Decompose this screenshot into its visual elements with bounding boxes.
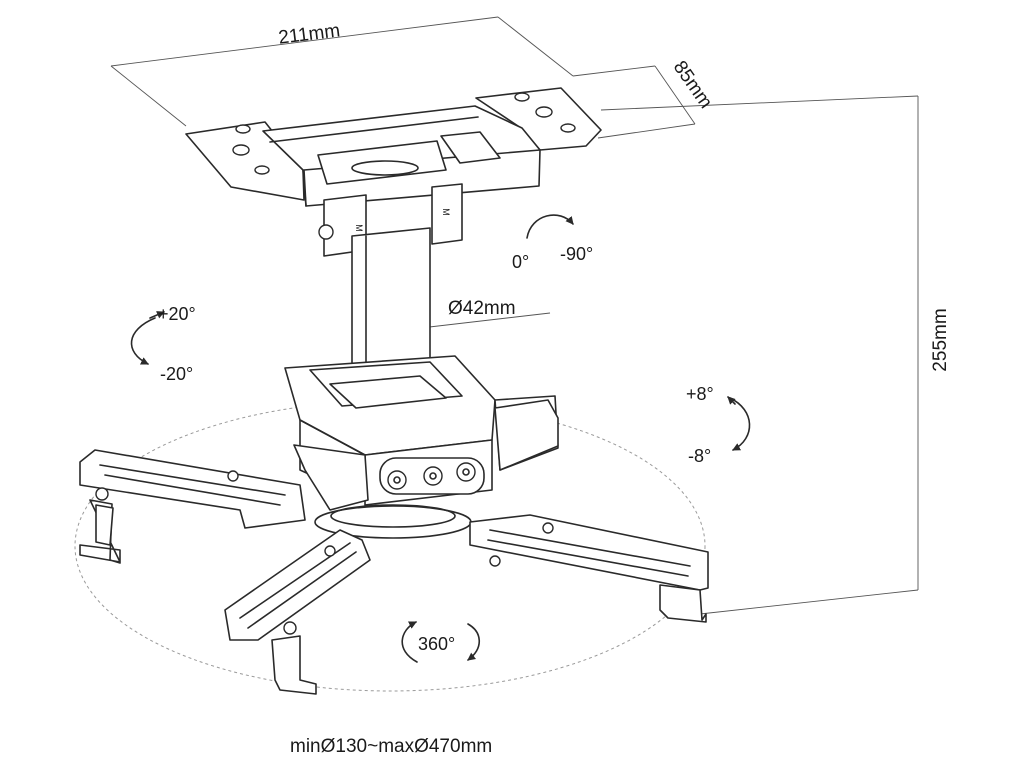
tilt-up-label: +20°: [158, 304, 196, 324]
height-label: 255mm: [930, 308, 951, 371]
clamp-label-left: M: [354, 224, 364, 232]
ceiling-plate: M M: [185, 87, 602, 257]
swivel-end-label: -90°: [560, 244, 593, 264]
depth-label: 85mm: [669, 57, 716, 112]
mounting-arms: [79, 399, 709, 695]
level-down-label: -8°: [688, 446, 711, 466]
arm-span-ellipse: [74, 400, 706, 692]
rotation-arrows: [130, 214, 751, 663]
width-label: 211mm: [277, 20, 341, 48]
tilt-down-label: -20°: [160, 364, 193, 384]
tube-diameter-label: Ø42mm: [448, 298, 516, 319]
full-turn-label: 360°: [418, 634, 455, 654]
arm-span-label: minØ130~maxØ470mm: [290, 736, 492, 757]
clamp-label-right: M: [441, 208, 451, 216]
level-up-label: +8°: [686, 384, 714, 404]
swivel-start-label: 0°: [512, 252, 529, 272]
dimension-lines: [110, 16, 919, 615]
